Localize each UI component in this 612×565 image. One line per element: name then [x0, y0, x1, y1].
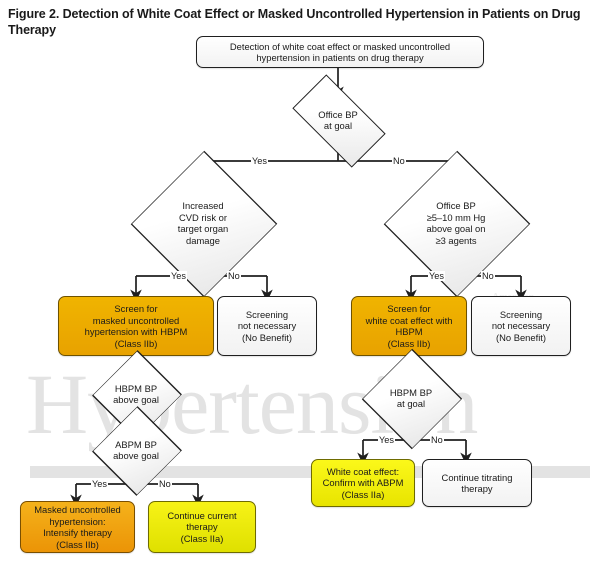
edge-label-officeabove-no: No [481, 271, 495, 281]
node-masked-uncontrolled-intensify-label: Masked uncontrolled hypertension: Intens… [34, 504, 121, 550]
edge-label-cvd-no: No [227, 271, 241, 281]
node-continue-current-therapy[interactable]: Continue current therapy (Class IIa) [148, 501, 256, 553]
decision-office-bp-at-goal[interactable]: Office BP at goal [292, 74, 386, 168]
decision-hbpm-bp-above-goal[interactable]: HBPM BP above goal [80, 350, 192, 440]
node-screening-not-necessary-left-label: Screening not necessary (No Benefit) [237, 308, 297, 343]
node-masked-uncontrolled-intensify[interactable]: Masked uncontrolled hypertension: Intens… [20, 501, 135, 553]
decision-hbpm-bp-at-goal-label: HBPM BP at goal [389, 386, 433, 410]
figure-title: Figure 2. Detection of White Coat Effect… [8, 7, 581, 37]
node-screening-not-necessary-left[interactable]: Screening not necessary (No Benefit) [217, 296, 317, 356]
edge-label-abpm-yes: Yes [91, 479, 108, 489]
node-screen-white-coat-effect-label: Screen for white coat effect with HBPM (… [365, 303, 453, 349]
decision-increased-cvd-risk-label: Increased CVD risk or target organ damag… [177, 200, 229, 246]
node-white-coat-effect-confirm[interactable]: White coat effect: Confirm with ABPM (Cl… [311, 459, 415, 507]
decision-hbpm-bp-above-goal-label: HBPM BP above goal [113, 382, 159, 406]
node-screen-masked-hypertension[interactable]: Screen for masked uncontrolled hypertens… [58, 296, 214, 356]
edge-label-office-no: No [392, 156, 406, 166]
node-continue-current-therapy-label: Continue current therapy (Class IIa) [167, 509, 237, 544]
node-screening-not-necessary-right-label: Screening not necessary (No Benefit) [491, 308, 551, 343]
decision-increased-cvd-risk[interactable]: Increased CVD risk or target organ damag… [130, 150, 278, 298]
node-continue-titrating-therapy-label: Continue titrating therapy [441, 471, 513, 495]
node-start-label: Detection of white coat effect or masked… [229, 40, 451, 64]
decision-abpm-bp-above-goal-label: ABPM BP above goal [113, 438, 159, 462]
node-screen-masked-hypertension-label: Screen for masked uncontrolled hypertens… [84, 303, 188, 349]
edge-label-hbpmgoal-yes: Yes [378, 435, 395, 445]
node-continue-titrating-therapy[interactable]: Continue titrating therapy [422, 459, 532, 507]
edge-label-hbpmgoal-no: No [430, 435, 444, 445]
decision-hbpm-bp-at-goal[interactable]: HBPM BP at goal [355, 348, 467, 450]
edge-label-office-yes: Yes [251, 156, 268, 166]
node-screening-not-necessary-right[interactable]: Screening not necessary (No Benefit) [471, 296, 571, 356]
edge-label-abpm-no: No [158, 479, 172, 489]
node-start[interactable]: Detection of white coat effect or masked… [196, 36, 484, 68]
decision-office-bp-above-goal[interactable]: Office BP ≥5–10 mm Hg above goal on ≥3 a… [383, 150, 531, 298]
decision-office-bp-at-goal-label: Office BP at goal [318, 108, 358, 132]
decision-abpm-bp-above-goal[interactable]: ABPM BP above goal [80, 406, 192, 496]
node-white-coat-effect-confirm-label: White coat effect: Confirm with ABPM (Cl… [322, 465, 404, 500]
edge-label-cvd-yes: Yes [170, 271, 187, 281]
decision-office-bp-above-goal-label: Office BP ≥5–10 mm Hg above goal on ≥3 a… [426, 200, 486, 246]
edge-label-officeabove-yes: Yes [428, 271, 445, 281]
node-screen-white-coat-effect[interactable]: Screen for white coat effect with HBPM (… [351, 296, 467, 356]
